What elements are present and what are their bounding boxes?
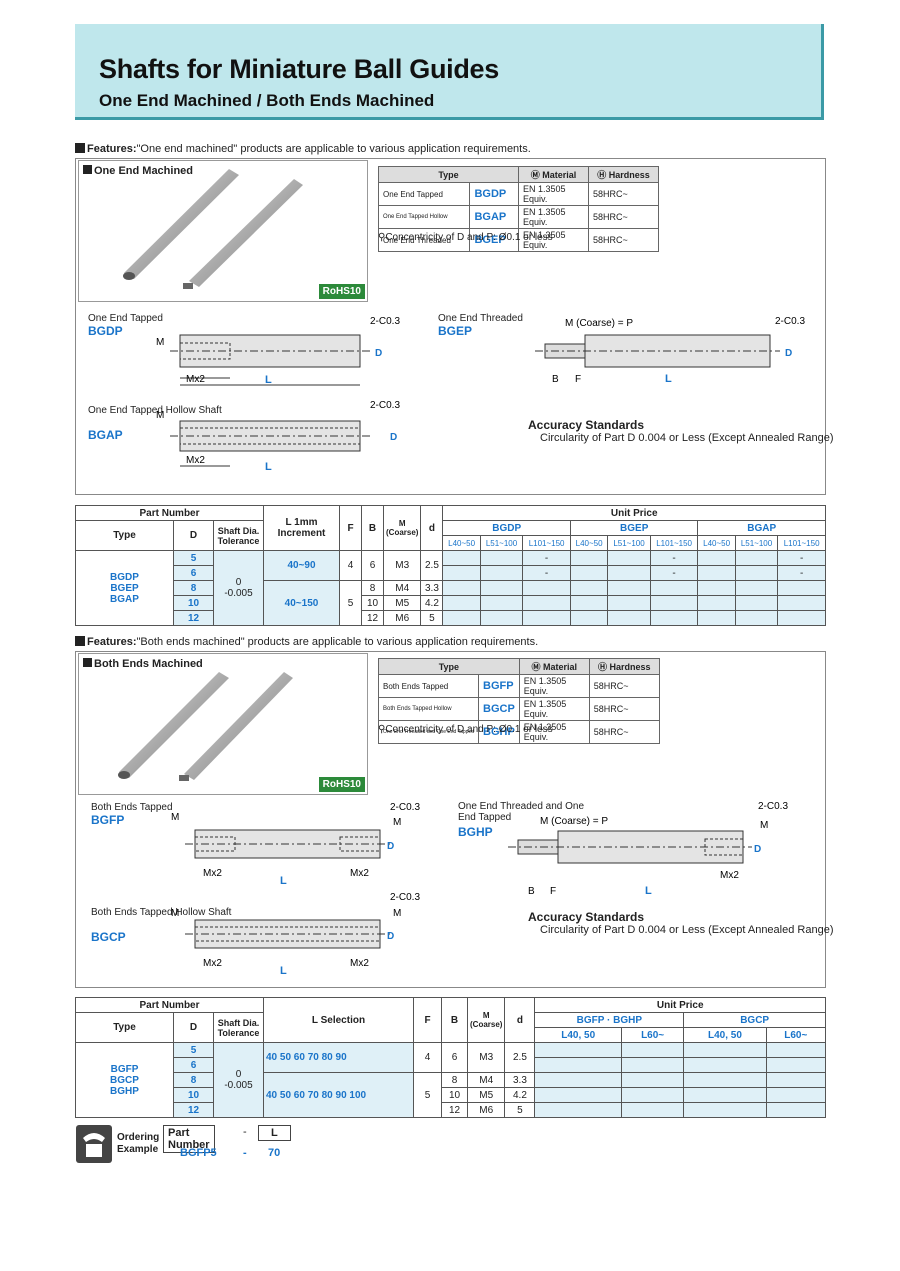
svg-text:M: M	[760, 820, 768, 831]
bgdp-drawing: Mx2 L M 2-C0.3 D	[156, 316, 400, 386]
drawing-label-bgep: One End Threaded	[438, 313, 523, 324]
svg-text:M: M	[156, 337, 164, 348]
svg-text:Mx2: Mx2	[350, 958, 369, 969]
drawing-code-bgep: BGEP	[438, 324, 473, 338]
svg-text:2-C0.3: 2-C0.3	[370, 400, 400, 411]
svg-text:F: F	[575, 374, 581, 385]
svg-text:D: D	[785, 348, 792, 359]
ordering-dash-2: -	[243, 1147, 247, 1159]
page-title: Shafts for Miniature Ball Guides	[99, 54, 499, 84]
rohs-badge-1: RoHS10	[318, 284, 365, 299]
svg-text:2-C0.3: 2-C0.3	[390, 892, 420, 903]
svg-text:L: L	[280, 875, 287, 887]
page-header: Shafts for Miniature Ball Guides One End…	[75, 24, 824, 120]
svg-text:M: M	[393, 908, 401, 919]
drawing-code-bgfp: BGFP	[91, 813, 125, 827]
svg-text:M: M	[171, 908, 179, 919]
ordering-label: Ordering Example	[117, 1132, 160, 1155]
ordering-l-value: 70	[268, 1147, 281, 1159]
drawing-label-bgcp: Both Ends Tapped Hollow Shaft	[91, 907, 232, 918]
accuracy-standards-1: Accuracy Standards Circularity of Part D…	[528, 418, 834, 444]
drawing-code-bgcp: BGCP	[91, 930, 126, 944]
accuracy-standards-2: Accuracy Standards Circularity of Part D…	[528, 910, 834, 936]
bghp-drawing: M (Coarse) = P 2-C0.3 M D Mx2 B F L	[508, 801, 788, 897]
svg-text:D: D	[375, 348, 382, 359]
svg-text:Mx2: Mx2	[350, 868, 369, 879]
svg-text:2-C0.3: 2-C0.3	[758, 801, 788, 812]
drawing-code-bgap: BGAP	[88, 428, 123, 442]
svg-text:D: D	[390, 432, 397, 443]
page-subtitle: One End Machined / Both Ends Machined	[99, 91, 435, 110]
svg-text:2-C0.3: 2-C0.3	[775, 316, 805, 327]
bgcp-drawing: Mx2 Mx2 L M M 2-C0.3 D	[171, 892, 420, 977]
svg-text:D: D	[387, 931, 394, 942]
svg-text:Mx2: Mx2	[186, 455, 205, 466]
svg-text:L: L	[645, 885, 652, 897]
concentricity-note-2: ⚲Concentricity of D and P: Ø0.1 or less	[378, 724, 553, 735]
svg-text:L: L	[280, 965, 287, 977]
drawing-code-bghp: BGHP	[458, 825, 493, 839]
svg-text:B: B	[552, 374, 559, 385]
phone-icon	[76, 1125, 112, 1163]
product-image-2: Both Ends Machined RoHS10	[78, 653, 368, 795]
rohs-badge-2: RoHS10	[318, 777, 365, 792]
svg-text:F: F	[550, 886, 556, 897]
shaft-photo-1	[123, 169, 303, 289]
bgap-drawing: Mx2 L M 2-C0.3 D	[156, 400, 400, 473]
svg-text:Mx2: Mx2	[203, 868, 222, 879]
svg-text:L: L	[265, 461, 272, 473]
svg-text:M: M	[393, 817, 401, 828]
features-line-1: Features:"One end machined" products are…	[75, 143, 531, 155]
bgfp-drawing: Mx2 Mx2 L M M 2-C0.3 D	[171, 802, 420, 887]
svg-text:L: L	[665, 373, 672, 385]
drawing-label-bgap: One End Tapped Hollow Shaft	[88, 405, 222, 416]
ordering-pn-label: Part Number	[163, 1125, 215, 1153]
ordering-pn-value: BGFP5	[180, 1147, 217, 1159]
svg-text:M: M	[156, 410, 164, 421]
bgep-drawing: M (Coarse) = P 2-C0.3 D B F L	[535, 316, 805, 385]
svg-text:M (Coarse) = P: M (Coarse) = P	[540, 816, 608, 827]
svg-text:Mx2: Mx2	[186, 374, 205, 385]
ordering-dash: -	[243, 1126, 247, 1138]
shaft-photo-2	[118, 672, 293, 781]
svg-text:B: B	[528, 886, 535, 897]
svg-text:2-C0.3: 2-C0.3	[390, 802, 420, 813]
product-image-1: One End Machined RoHS10	[78, 160, 368, 302]
svg-text:2-C0.3: 2-C0.3	[370, 316, 400, 327]
drawing-label-bgdp: One End Tapped	[88, 313, 163, 324]
drawing-label-bgfp: Both Ends Tapped	[91, 802, 173, 813]
section1-box	[75, 158, 826, 495]
svg-text:L: L	[265, 374, 272, 386]
svg-text:M: M	[171, 812, 179, 823]
svg-text:Mx2: Mx2	[720, 870, 739, 881]
section2-box	[75, 651, 826, 988]
svg-text:M (Coarse) = P: M (Coarse) = P	[565, 318, 633, 329]
features-line-2: Features:"Both ends machined" products a…	[75, 636, 538, 648]
drawing-label-bghp: One End Threaded and One End Tapped	[458, 801, 585, 823]
svg-text:D: D	[387, 841, 394, 852]
svg-text:D: D	[754, 844, 761, 855]
concentricity-note-1: ⚲Concentricity of D and P: Ø0.1 or less	[378, 232, 553, 243]
drawing-code-bgdp: BGDP	[88, 324, 123, 338]
svg-text:Mx2: Mx2	[203, 958, 222, 969]
ordering-l-label: L	[258, 1125, 291, 1141]
